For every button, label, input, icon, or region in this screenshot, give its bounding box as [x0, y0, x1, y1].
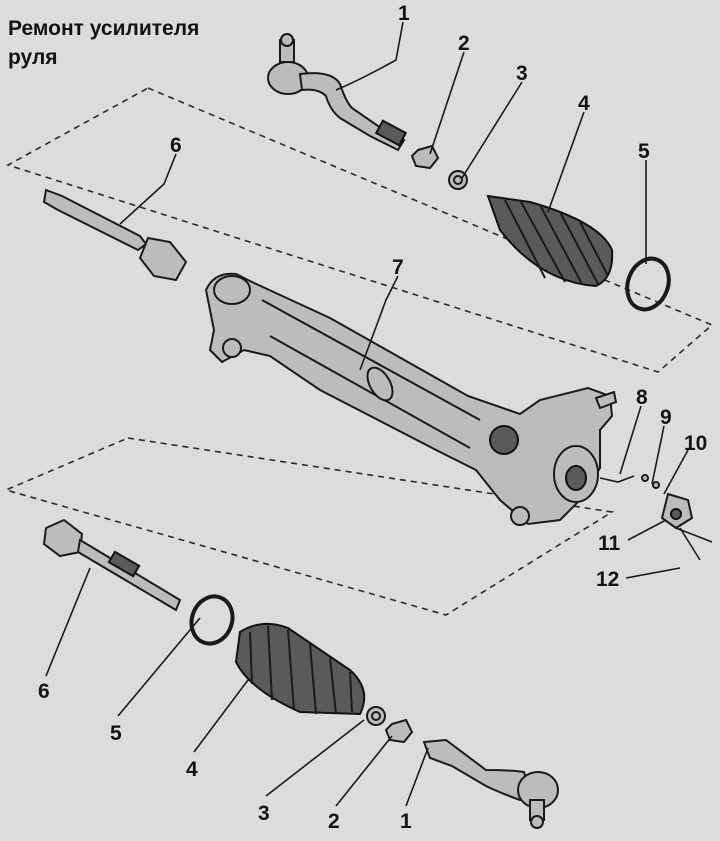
callout-top-5: 5 [638, 140, 650, 163]
steering-rack-housing [204, 272, 618, 526]
callout-top-4: 4 [578, 92, 590, 115]
page-title-line-1: Ремонт усилителя [8, 17, 200, 40]
boot-ring-bottom [189, 594, 235, 646]
boot-ring-top [625, 256, 671, 312]
clamp-ring-bottom [366, 706, 386, 726]
callout-top-3: 3 [516, 62, 528, 85]
page-title: Ремонт усилителя руля [8, 14, 199, 72]
inner-tie-rod-top [42, 188, 188, 282]
callout-bottom-5: 5 [110, 722, 122, 745]
callout-bottom-4: 4 [186, 758, 198, 781]
callout-top-6: 6 [170, 134, 182, 157]
callout-top-1: 1 [398, 2, 410, 25]
callout-right-11: 11 [598, 532, 621, 555]
callout-center-7: 7 [392, 256, 404, 279]
clamp-ring-top [448, 170, 468, 190]
tie-rod-end-top [267, 33, 408, 152]
callout-top-2: 2 [458, 32, 470, 55]
lock-nut-top [410, 144, 440, 170]
inner-tie-rod-bottom [42, 518, 182, 612]
callout-bottom-2: 2 [328, 810, 340, 833]
callout-right-9: 9 [660, 406, 672, 429]
tie-rod-end-bottom [422, 738, 559, 829]
rack-boot-top [486, 194, 614, 288]
callout-bottom-6: 6 [38, 680, 50, 703]
rack-boot-bottom [234, 622, 366, 716]
page-title-line-2: руля [8, 46, 58, 69]
callout-right-8: 8 [636, 386, 648, 409]
lower-assembly-dashed-frame [3, 437, 615, 616]
callout-bottom-3: 3 [258, 802, 270, 825]
callout-bottom-1: 1 [400, 810, 412, 833]
leader-lines [45, 21, 689, 807]
small-parts-8-to-12 [599, 474, 713, 561]
callout-right-12: 12 [596, 568, 619, 591]
callout-right-10: 10 [684, 432, 707, 455]
